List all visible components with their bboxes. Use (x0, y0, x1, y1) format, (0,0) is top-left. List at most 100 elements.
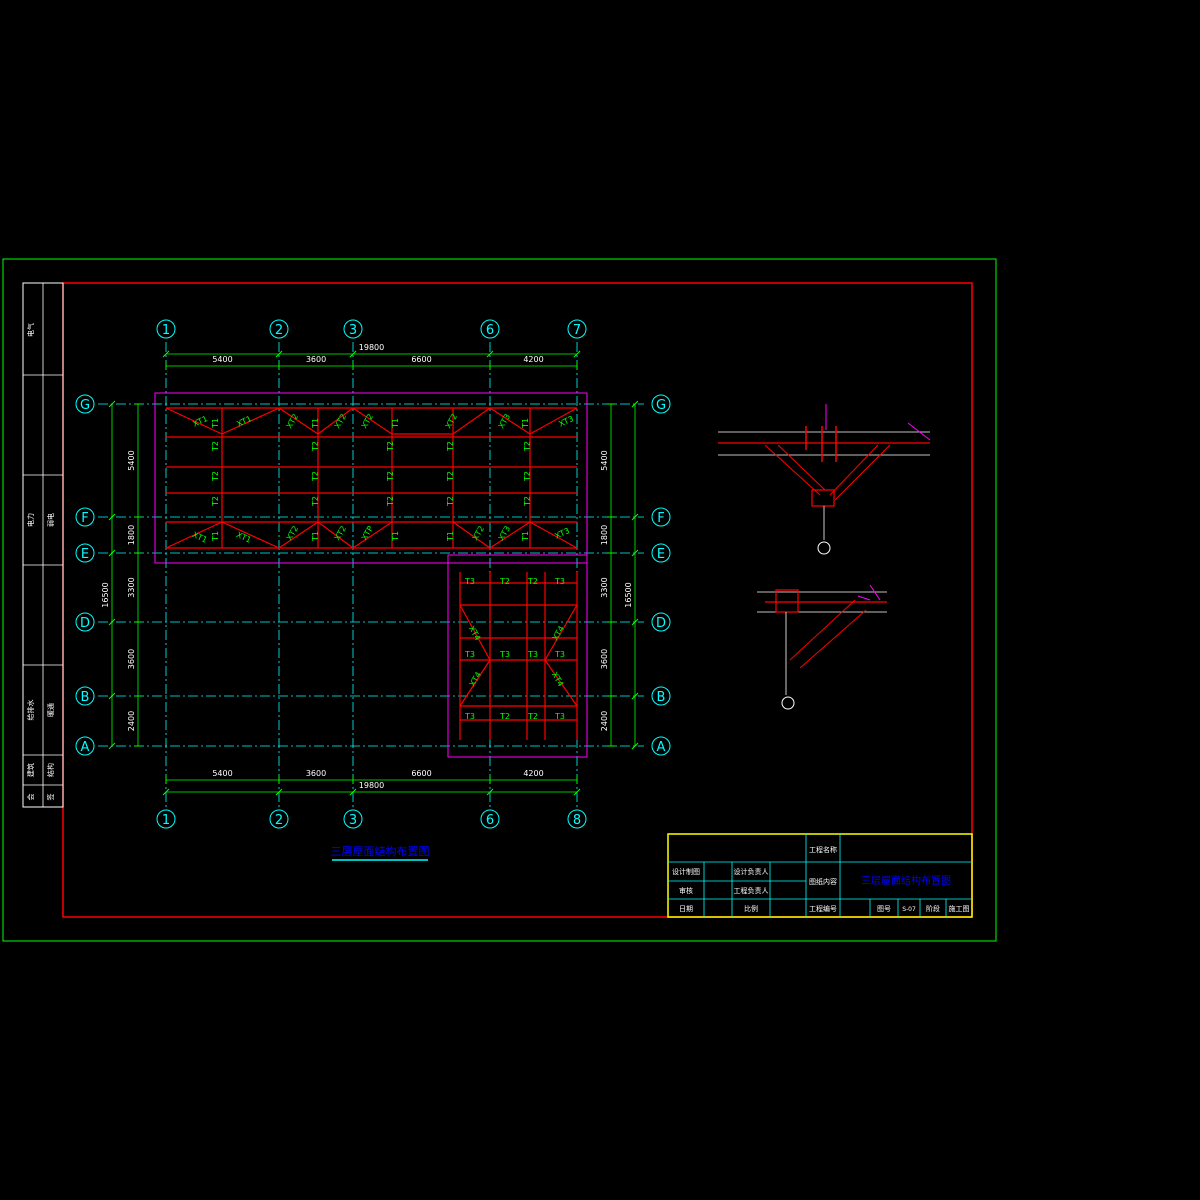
stamp-text: 电力 (26, 513, 35, 527)
axis-label: 6 (486, 813, 494, 828)
member-line (317, 521, 354, 549)
dim-total-text: 19800 (359, 781, 384, 790)
member-label-t2: T2 (446, 441, 455, 452)
member-label-t2: T2 (499, 712, 510, 721)
axis-label: 3 (349, 323, 357, 338)
dim-text: 3600 (306, 769, 326, 778)
tb-project-no: 工程编号 (809, 904, 837, 913)
member-line (544, 604, 578, 661)
dim-tick (349, 350, 357, 358)
member-line (165, 407, 223, 435)
stamp-text: 建筑 (26, 763, 35, 777)
dim-tick (108, 618, 116, 626)
axis-bubble (651, 736, 671, 756)
tb-drawing-label: 图纸内容 (809, 877, 837, 886)
axis-bubble (75, 394, 95, 414)
member-label-t2: T2 (527, 577, 538, 586)
dim-tick (631, 513, 639, 521)
axis-label: 1 (162, 323, 170, 338)
axis-bubble (651, 394, 671, 414)
detail-line (834, 444, 891, 501)
member-line (278, 521, 319, 549)
member-line (221, 521, 280, 549)
member-line (489, 407, 531, 435)
axis-label: E (81, 547, 89, 562)
member-line (317, 407, 354, 435)
member-label-t1: T1 (211, 418, 220, 429)
dim-text: 6600 (411, 769, 431, 778)
member-label-t1: T1 (521, 531, 530, 542)
dim-tick (108, 400, 116, 408)
member-label-t2: T2 (523, 471, 532, 482)
side-stamp-table: 会签建筑结构给排水暖通电力弱电电气 (22, 282, 64, 808)
dim-tick (108, 692, 116, 700)
member-label-t2: T2 (211, 471, 220, 482)
dim-tick (573, 350, 581, 358)
tb-design: 设计制图 (672, 867, 700, 876)
axis-bubble (480, 319, 500, 339)
member-label-t3: T3 (554, 577, 565, 586)
axis-label: F (81, 511, 88, 526)
dim-text: 3600 (600, 649, 609, 669)
dim-text: 6600 (411, 355, 431, 364)
axis-label: G (80, 398, 90, 413)
stamp-text: 签 (46, 794, 55, 801)
axis-bubble (156, 809, 176, 829)
member-line (459, 659, 491, 707)
axis-label: 3 (349, 813, 357, 828)
dim-text: 5400 (127, 450, 136, 470)
detail-plate (775, 589, 799, 613)
tb-date: 日期 (679, 905, 693, 913)
connection-detail-1 (718, 404, 931, 555)
axis-bubble (343, 809, 363, 829)
member-label-t2: T2 (211, 441, 220, 452)
axis-label: 7 (573, 323, 581, 338)
tb-scale: 比例 (744, 904, 758, 913)
member-label-t2: T2 (499, 577, 510, 586)
tb-stage-label: 阶段 (926, 904, 940, 913)
tb-sheet-no: S-07 (902, 906, 916, 913)
member-line (221, 407, 280, 435)
member-label-t2: T2 (446, 471, 455, 482)
dim-text: 2400 (127, 711, 136, 731)
dim-tick (631, 618, 639, 626)
detail-bubble (781, 696, 795, 710)
tb-design-lead: 设计负责人 (734, 867, 769, 876)
stamp-text: 给排水 (26, 700, 35, 721)
dim-total-text: 16500 (624, 582, 633, 607)
axis-bubble (75, 736, 95, 756)
dim-text: 3300 (127, 577, 136, 597)
roof-outline-upper (154, 392, 588, 564)
axis-label: E (657, 547, 665, 562)
member-label-t3: T3 (464, 577, 475, 586)
detail-line (857, 595, 871, 601)
axis-label: B (81, 690, 90, 705)
detail-line (869, 584, 881, 601)
detail-line (907, 422, 931, 441)
axis-bubble (651, 612, 671, 632)
drawing-title: 三层屋面结构布置图 (331, 844, 430, 858)
axis-bubble (75, 543, 95, 563)
stamp-text: 结构 (46, 763, 55, 777)
dim-total-text: 16500 (101, 582, 110, 607)
tb-sheet-label: 图号 (877, 905, 891, 913)
member-label-t1: T1 (311, 418, 320, 429)
member-label-t2: T2 (311, 441, 320, 452)
member-label-t2: T2 (311, 496, 320, 507)
dim-tick (486, 788, 494, 796)
member-label-t3: T3 (554, 650, 565, 659)
axis-label: A (81, 740, 90, 755)
dim-text: 3600 (127, 649, 136, 669)
dim-tick (631, 692, 639, 700)
dim-tick (162, 350, 170, 358)
dim-tick (486, 350, 494, 358)
member-label-t2: T2 (523, 441, 532, 452)
axis-label: F (657, 511, 664, 526)
member-label-t3: T3 (499, 650, 510, 659)
member-label-t2: T2 (386, 441, 395, 452)
member-label-t1: T1 (311, 531, 320, 542)
member-label-t3: T3 (554, 712, 565, 721)
axis-bubble (343, 319, 363, 339)
axis-label: A (657, 740, 666, 755)
member-label-t1: T1 (211, 531, 220, 542)
